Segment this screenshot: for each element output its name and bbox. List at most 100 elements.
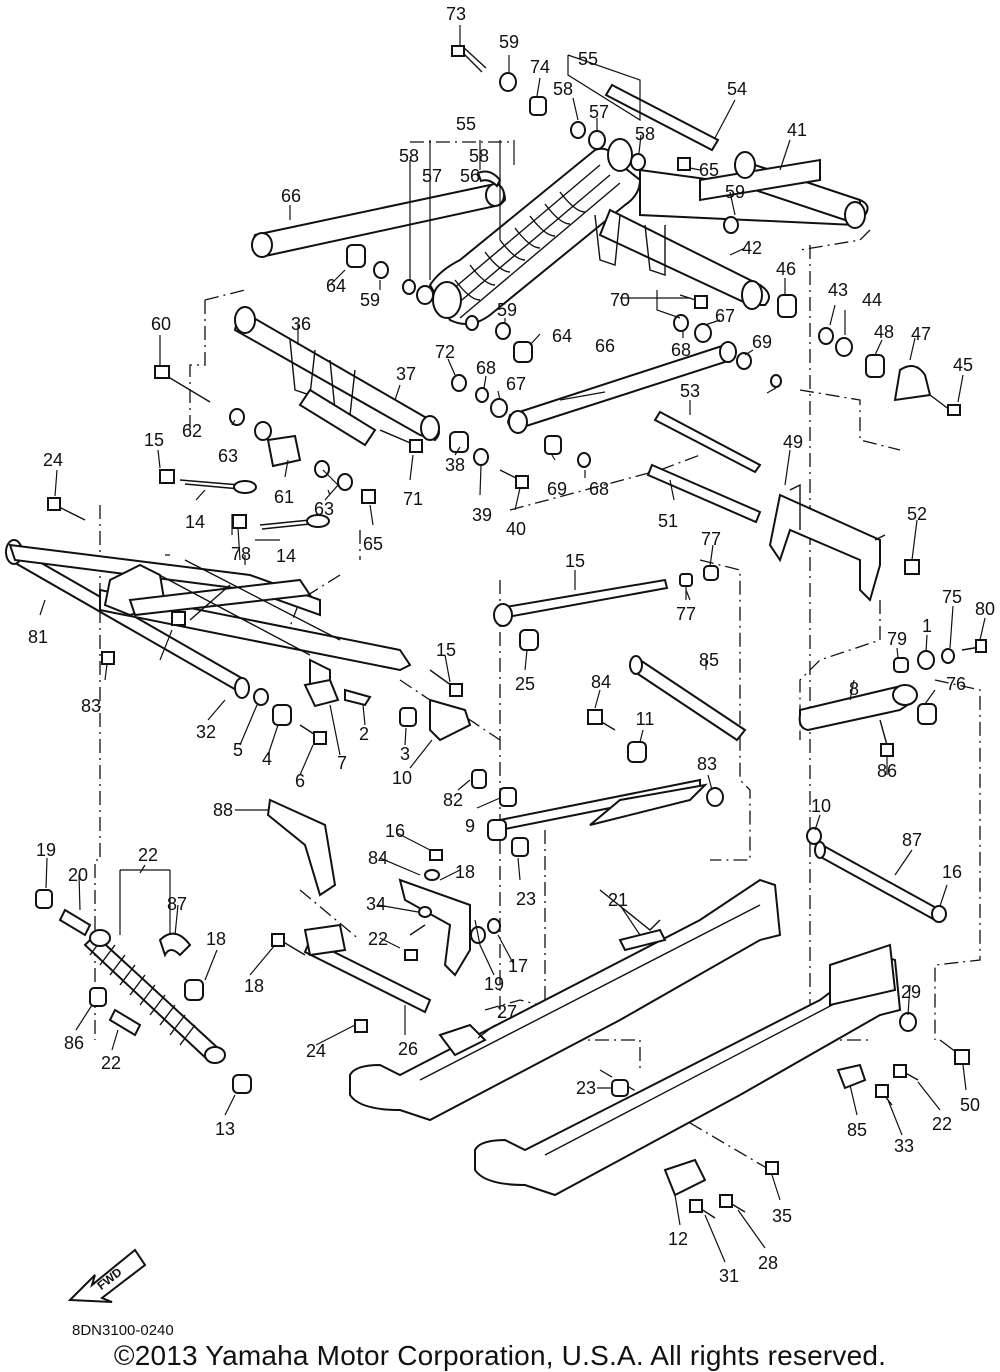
callout-label: 82 (443, 790, 463, 810)
callout-label: 20 (68, 865, 88, 885)
callout-label: 58 (635, 124, 655, 144)
callout-label: 83 (697, 754, 717, 774)
callout-label: 26 (398, 1039, 418, 1059)
callout-label: 72 (435, 342, 455, 362)
callout-label: 46 (776, 259, 796, 279)
callout-label: 43 (828, 280, 848, 300)
shafts-and-rods (493, 83, 942, 922)
callout-label: 19 (484, 974, 504, 994)
callout-label: 38 (445, 455, 465, 475)
pivot-arm-76 (798, 683, 918, 732)
callout-label: 77 (676, 604, 696, 624)
callout-label: 58 (399, 146, 419, 166)
callout-label: 67 (715, 306, 735, 326)
callout-label: 65 (363, 534, 383, 554)
copyright-notice: ©2013 Yamaha Motor Corporation, U.S.A. A… (113, 1340, 887, 1371)
callout-label: 23 (576, 1078, 596, 1098)
callout-label: 85 (699, 650, 719, 670)
callout-label: 68 (589, 479, 609, 499)
callout-label: 22 (101, 1053, 121, 1073)
callout-label: 49 (783, 432, 803, 452)
callout-label: 77 (701, 529, 721, 549)
callout-label: 86 (64, 1033, 84, 1053)
callout-label: 53 (680, 381, 700, 401)
callout-label: 61 (274, 487, 294, 507)
callout-label: 66 (595, 336, 615, 356)
callout-label: 14 (276, 546, 296, 566)
callout-label: 73 (446, 4, 466, 24)
callout-label: 39 (472, 505, 492, 525)
callout-label: 88 (213, 800, 233, 820)
callout-label: 79 (887, 629, 907, 649)
callout-label: 70 (610, 290, 630, 310)
callout-label: 64 (326, 276, 346, 296)
callout-label: 87 (167, 894, 187, 914)
callout-label: 80 (975, 599, 995, 619)
front-shock-20 (83, 929, 226, 1064)
callout-label: 69 (547, 479, 567, 499)
callout-label: 87 (902, 830, 922, 850)
callout-label: 16 (942, 862, 962, 882)
stabilizer-links (250, 183, 737, 434)
callout-label: 64 (552, 326, 572, 346)
callout-label: 83 (81, 696, 101, 716)
callout-label: 57 (422, 166, 442, 186)
callout-label: 10 (392, 768, 412, 788)
callout-label: 59 (497, 300, 517, 320)
callout-label: 76 (946, 674, 966, 694)
callout-label: 34 (366, 894, 386, 914)
callout-label: 59 (499, 32, 519, 52)
callout-label: 48 (874, 322, 894, 342)
callout-labels: 73 59 74 55 58 57 58 54 41 55 58 57 58 5… (28, 4, 995, 1286)
callout-label: 58 (553, 79, 573, 99)
callout-label: 51 (658, 511, 678, 531)
callout-label: 9 (465, 816, 475, 836)
fasteners-and-bushings (35, 45, 987, 1219)
callout-label: 74 (530, 57, 550, 77)
callout-label: 22 (138, 845, 158, 865)
callout-label: 50 (960, 1095, 980, 1115)
callout-label: 81 (28, 627, 48, 647)
callout-label: 75 (942, 587, 962, 607)
callout-label: 37 (396, 364, 416, 384)
callout-label: 4 (262, 749, 272, 769)
callout-label: 52 (907, 504, 927, 524)
callout-label: 15 (436, 640, 456, 660)
callout-label: 10 (811, 796, 831, 816)
callout-label: 67 (506, 374, 526, 394)
callout-label: 16 (385, 821, 405, 841)
callout-label: 17 (508, 956, 528, 976)
callout-label: 47 (911, 324, 931, 344)
callout-label: 78 (231, 544, 251, 564)
callout-label: 22 (932, 1114, 952, 1134)
callout-label: 11 (636, 709, 655, 729)
callout-label: 28 (758, 1253, 778, 1273)
callout-label: 45 (953, 355, 973, 375)
callout-label: 8 (849, 679, 859, 699)
upper-arm-assembly (594, 151, 869, 310)
callout-label: 57 (589, 102, 609, 122)
callout-label: 44 (862, 290, 882, 310)
callout-label: 85 (847, 1120, 867, 1140)
callout-label: 25 (515, 674, 535, 694)
callout-label: 21 (608, 890, 628, 910)
front-arm-assembly (233, 306, 440, 447)
callout-label: 63 (218, 446, 238, 466)
callout-label: 58 (469, 146, 489, 166)
callout-label: 6 (295, 771, 305, 791)
callout-label: 84 (591, 672, 611, 692)
callout-label: 3 (400, 744, 410, 764)
callout-label: 42 (742, 238, 762, 258)
callout-label: 18 (244, 976, 264, 996)
callout-label: 33 (894, 1136, 914, 1156)
callout-label: 19 (36, 840, 56, 860)
callout-label: 29 (901, 982, 921, 1002)
callout-label: 7 (337, 753, 347, 773)
rear-bracket-49 (768, 483, 886, 602)
callout-label: 41 (787, 120, 807, 140)
callout-label: 60 (151, 314, 171, 334)
callout-label: 18 (455, 862, 475, 882)
callout-label: 40 (506, 519, 526, 539)
drawing-code: 8DN3100-0240 (72, 1322, 174, 1339)
